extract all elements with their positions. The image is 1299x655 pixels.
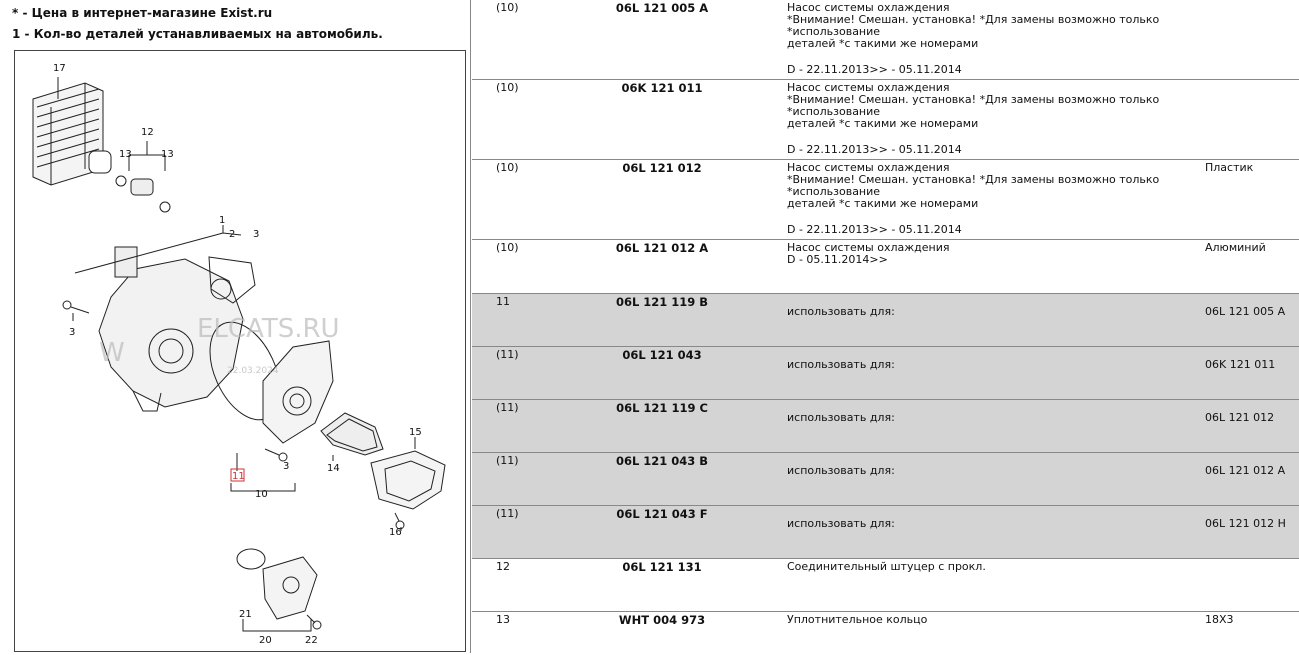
table-row[interactable]: (11) 06L 121 043 F использовать для: 06L… <box>472 506 1299 559</box>
period-cell: D - 22.11.2013>> - 05.11.2014 <box>787 223 962 236</box>
watermark-prefix: W <box>99 338 125 368</box>
part-number-link[interactable]: 06L 121 012 <box>622 161 702 175</box>
parts-illustration: 17 12 13 13 1 2 3 3 3 11 10 14 15 16 21 … <box>32 63 446 646</box>
period-cell: D - 22.11.2013>> - 05.11.2014 <box>787 63 962 76</box>
use-for-label: использовать для: <box>787 305 895 318</box>
callout-2: 2 <box>229 229 235 240</box>
position-cell: (10) <box>496 81 519 94</box>
watermark-date: 22.03.2024 <box>227 366 279 376</box>
callout-3-top: 3 <box>253 229 259 240</box>
legend-price: * - Цена в интернет-магазине Exist.ru <box>12 6 273 20</box>
position-cell: (10) <box>496 161 519 174</box>
callout-14: 14 <box>327 463 340 474</box>
use-for-value[interactable]: 06L 121 012 A <box>1205 464 1286 477</box>
callout-3-bottom: 3 <box>283 461 289 472</box>
table-row[interactable]: (10) 06L 121 012 A Насос системы охлажде… <box>472 240 1299 294</box>
watermark: ELCATS.RU <box>197 314 340 344</box>
table-row[interactable]: (10) 06L 121 005 A Насос системы охлажде… <box>472 0 1299 80</box>
position-cell: 11 <box>496 295 510 308</box>
note-cell: Пластик <box>1205 161 1254 174</box>
use-for-label: использовать для: <box>787 411 895 424</box>
use-for-value[interactable]: 06L 121 012 <box>1205 411 1275 424</box>
note-cell: Алюминий <box>1205 241 1266 254</box>
description-cell: Уплотнительное кольцо <box>787 613 928 626</box>
part-number-link[interactable]: WHT 004 973 <box>618 613 706 627</box>
description-cell: Насос системы охлаждения *Внимание! Смеш… <box>787 161 1160 210</box>
position-cell: (11) <box>496 454 519 467</box>
position-cell: 13 <box>496 613 510 626</box>
callout-10: 10 <box>255 489 268 500</box>
parts-table: (10) 06L 121 005 A Насос системы охлажде… <box>472 0 1299 653</box>
table-row[interactable]: (11) 06L 121 043 использовать для: 06K 1… <box>472 347 1299 400</box>
legend-quantity: 1 - Кол-во деталей устанавливаемых на ав… <box>12 27 383 41</box>
use-for-value[interactable]: 06L 121 005 A <box>1205 305 1286 318</box>
position-cell: 12 <box>496 560 510 573</box>
table-row[interactable]: (11) 06L 121 119 C использовать для: 06L… <box>472 400 1299 453</box>
position-cell: (10) <box>496 241 519 254</box>
part-number-link[interactable]: 06L 121 043 <box>622 348 702 362</box>
part-number-link[interactable]: 06L 121 131 <box>622 560 702 574</box>
use-for-value[interactable]: 06K 121 011 <box>1205 358 1276 371</box>
part-number-link[interactable]: 06L 121 043 B <box>615 454 709 468</box>
callout-12: 12 <box>141 127 154 138</box>
callout-13-right: 13 <box>161 149 174 160</box>
callout-21: 21 <box>239 609 252 620</box>
table-row[interactable]: 11 06L 121 119 B использовать для: 06L 1… <box>472 294 1299 347</box>
part-number-link[interactable]: 06L 121 043 F <box>616 507 708 521</box>
use-for-label: использовать для: <box>787 358 895 371</box>
callout-11-highlighted[interactable]: 11 <box>232 471 245 482</box>
description-cell: Насос системы охлаждения *Внимание! Смеш… <box>787 1 1160 50</box>
callout-13-left: 13 <box>119 149 132 160</box>
position-cell: (11) <box>496 401 519 414</box>
position-cell: (10) <box>496 1 519 14</box>
table-row[interactable]: (11) 06L 121 043 B использовать для: 06L… <box>472 453 1299 506</box>
description-cell: Насос системы охлаждения *Внимание! Смеш… <box>787 81 1160 130</box>
position-cell: (11) <box>496 507 519 520</box>
callout-16: 16 <box>389 527 402 538</box>
panel-divider <box>470 0 471 653</box>
use-for-value[interactable]: 06L 121 012 H <box>1205 517 1286 530</box>
note-cell: 18X3 <box>1205 613 1234 626</box>
part-number-link[interactable]: 06L 121 119 B <box>615 295 709 309</box>
callout-1: 1 <box>219 215 225 226</box>
use-for-label: использовать для: <box>787 517 895 530</box>
part-number-link[interactable]: 06L 121 012 A <box>615 241 709 255</box>
table-row[interactable]: 13 WHT 004 973 Уплотнительное кольцо 18X… <box>472 612 1299 653</box>
part-number-link[interactable]: 06L 121 119 C <box>616 401 708 415</box>
table-row[interactable]: (10) 06K 121 011 Насос системы охлаждени… <box>472 80 1299 160</box>
diagram-panel: * - Цена в интернет-магазине Exist.ru 1 … <box>0 0 470 653</box>
part-number-link[interactable]: 06L 121 005 A <box>615 1 709 15</box>
callout-15: 15 <box>409 427 422 438</box>
use-for-label: использовать для: <box>787 464 895 477</box>
callout-3-left: 3 <box>69 327 75 338</box>
part-number-link[interactable]: 06K 121 011 <box>621 81 703 95</box>
callout-20: 20 <box>259 635 272 646</box>
position-cell: (11) <box>496 348 519 361</box>
table-row[interactable]: 12 06L 121 131 Соединительный штуцер с п… <box>472 559 1299 612</box>
callout-22: 22 <box>305 635 318 646</box>
description-cell: Насос системы охлаждения D - 05.11.2014>… <box>787 241 950 266</box>
description-cell: Соединительный штуцер с прокл. <box>787 560 986 573</box>
callout-17: 17 <box>53 63 66 74</box>
exploded-parts-diagram: 17 12 13 13 1 2 3 3 3 11 10 14 15 16 21 … <box>14 50 466 652</box>
period-cell: D - 22.11.2013>> - 05.11.2014 <box>787 143 962 156</box>
table-row[interactable]: (10) 06L 121 012 Насос системы охлаждени… <box>472 160 1299 240</box>
